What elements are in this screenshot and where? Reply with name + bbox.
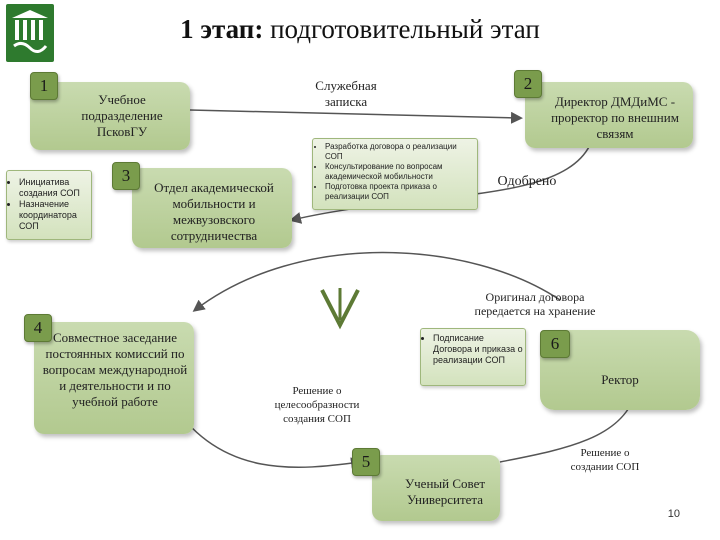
step-4-label: Совместное заседание постоянных комиссий… (42, 330, 188, 409)
step-1-notes: Инициатива создания СОП Назначение коорд… (6, 170, 92, 240)
arrow-1-to-2 (189, 109, 523, 124)
step-1-label: Учебное подразделение ПсковГУ (81, 92, 163, 139)
step-2-node (525, 82, 693, 148)
down-arrow (320, 289, 360, 330)
university-logo (6, 4, 54, 62)
step-1-badge: 1 (30, 72, 58, 100)
step-6-badge: 6 (540, 330, 570, 358)
step-2-label: Директор ДМДиМС - проректор по внешним с… (551, 94, 679, 141)
step-6-notes: Подписание Договора и приказа о реализац… (420, 328, 526, 386)
step-6-label: Ректор (601, 372, 639, 387)
step-3-badge: 3 (112, 162, 140, 190)
step-5-node (372, 455, 500, 521)
decision-feasibility-label: Решение о целесообразности создания СОП (274, 385, 360, 425)
approved-label: Одобрено (497, 174, 557, 189)
step-4-badge: 4 (24, 314, 52, 342)
step-3-node (132, 168, 292, 248)
page-number: 10 (667, 508, 680, 520)
step-5-label: Ученый Совет Университета (404, 476, 486, 507)
step-5-badge: 5 (352, 448, 380, 476)
page-title: 1 этап: подготовительный этап (180, 14, 540, 44)
memo-label: Служебная записка (315, 78, 377, 109)
decision-creation-label: Решение о создании СОП (570, 447, 640, 473)
arrow-to-4 (192, 251, 561, 312)
step-4-node (34, 322, 194, 434)
step-3-label: Отдел академической мобильности и межвуз… (154, 180, 274, 243)
step-2-badge: 2 (514, 70, 542, 98)
step-3-notes: Разработка договора о реализации СОП Кон… (312, 138, 478, 210)
original-storage-label: Оригинал договора передается на хранение (474, 290, 596, 318)
